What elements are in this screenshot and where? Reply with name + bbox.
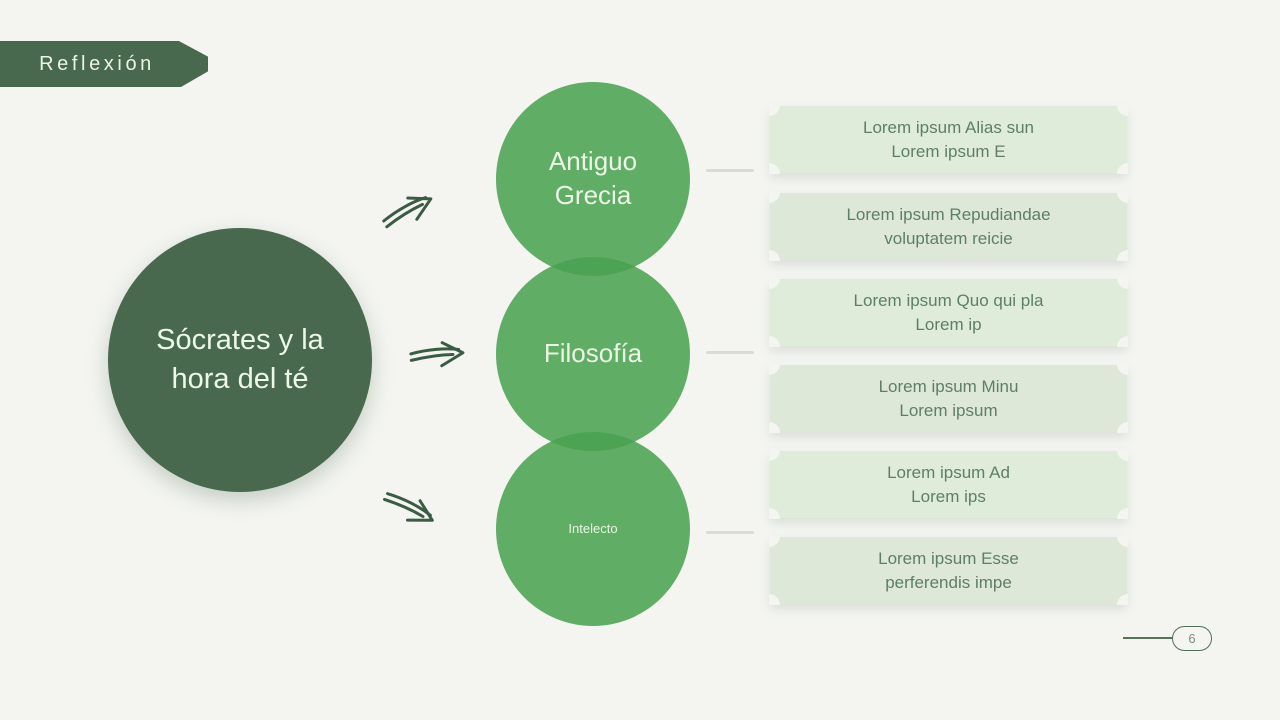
info-box-text: Lorem ipsum Repudiandae voluptatem reici… <box>846 204 1051 248</box>
corner-notch <box>769 250 780 261</box>
branch-circle-intelecto: Intelecto <box>496 432 690 626</box>
arrow-icon <box>383 492 434 522</box>
info-box: Lorem ipsum Repudiandae voluptatem reici… <box>769 192 1128 261</box>
corner-notch <box>769 192 780 203</box>
corner-notch <box>1117 536 1128 547</box>
corner-notch <box>769 364 780 375</box>
branch-label: Antiguo Grecia <box>548 146 638 210</box>
corner-notch <box>1117 105 1128 116</box>
info-box-text: Lorem ipsum Quo qui pla Lorem ip <box>853 290 1044 334</box>
corner-notch <box>769 105 780 116</box>
corner-notch <box>1117 450 1128 461</box>
branch-label: Filosofía <box>543 338 643 369</box>
branch-circle-filosofia: Filosofía <box>496 257 690 451</box>
corner-notch <box>769 278 780 289</box>
info-box-text: Lorem ipsum Esse perferendis impe <box>878 548 1019 592</box>
info-box: Lorem ipsum Alias sun Lorem ipsum E <box>769 105 1128 174</box>
corner-notch <box>769 508 780 519</box>
corner-notch <box>769 163 780 174</box>
corner-notch <box>1117 508 1128 519</box>
section-tag-label: Reflexión <box>39 52 155 75</box>
info-box-text: Lorem ipsum Minu Lorem ipsum <box>878 376 1019 420</box>
corner-notch <box>769 422 780 433</box>
branch-circle-antiguo-grecia: Antiguo Grecia <box>496 82 690 276</box>
corner-notch <box>1117 250 1128 261</box>
corner-notch <box>769 450 780 461</box>
corner-notch <box>1117 278 1128 289</box>
info-box-text: Lorem ipsum Ad Lorem ips <box>887 462 1010 506</box>
corner-notch <box>769 536 780 547</box>
corner-notch <box>769 594 780 605</box>
connector-line <box>706 351 754 354</box>
main-topic-circle: Sócrates y la hora del té <box>108 228 372 492</box>
branch-label: Intelecto <box>568 520 618 536</box>
section-tag: Reflexión <box>0 41 208 87</box>
corner-notch <box>1117 422 1128 433</box>
info-box: Lorem ipsum Quo qui pla Lorem ip <box>769 278 1128 347</box>
arrow-icon <box>409 341 465 368</box>
page-number-line <box>1123 637 1173 639</box>
page-number-badge: 6 <box>1172 626 1212 651</box>
info-box: Lorem ipsum Ad Lorem ips <box>769 450 1128 519</box>
page-number: 6 <box>1188 631 1196 646</box>
corner-notch <box>1117 364 1128 375</box>
connector-line <box>706 169 754 172</box>
corner-notch <box>1117 192 1128 203</box>
info-box: Lorem ipsum Esse perferendis impe <box>769 536 1128 605</box>
main-topic-label: Sócrates y la hora del té <box>156 323 324 395</box>
info-box-text: Lorem ipsum Alias sun Lorem ipsum E <box>862 117 1035 161</box>
connector-line <box>706 531 754 534</box>
info-box: Lorem ipsum Minu Lorem ipsum <box>769 364 1128 433</box>
corner-notch <box>769 336 780 347</box>
arrow-icon <box>382 196 433 229</box>
corner-notch <box>1117 594 1128 605</box>
corner-notch <box>1117 336 1128 347</box>
corner-notch <box>1117 163 1128 174</box>
